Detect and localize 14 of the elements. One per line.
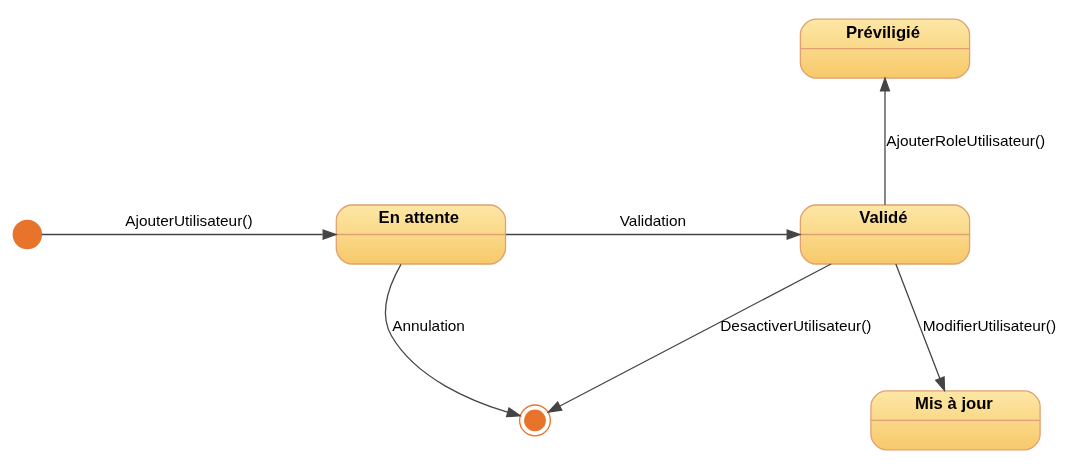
edge-label: DesactiverUtilisateur() xyxy=(720,317,872,335)
arrow xyxy=(505,229,802,240)
node-circle xyxy=(519,404,551,437)
edge-label: AjouterUtilisateur() xyxy=(125,212,253,230)
arrow xyxy=(546,263,832,413)
node-circle xyxy=(12,219,43,250)
edge-label: Annulation xyxy=(392,317,465,335)
edge-label: AjouterRoleUtilisateur() xyxy=(886,131,1046,149)
arrow xyxy=(895,263,946,393)
arrow xyxy=(384,263,522,418)
arrow xyxy=(879,76,891,206)
edge-label: ModifierUtilisateur() xyxy=(922,317,1057,335)
arrow xyxy=(41,229,338,240)
edge-label: Validation xyxy=(619,212,687,230)
